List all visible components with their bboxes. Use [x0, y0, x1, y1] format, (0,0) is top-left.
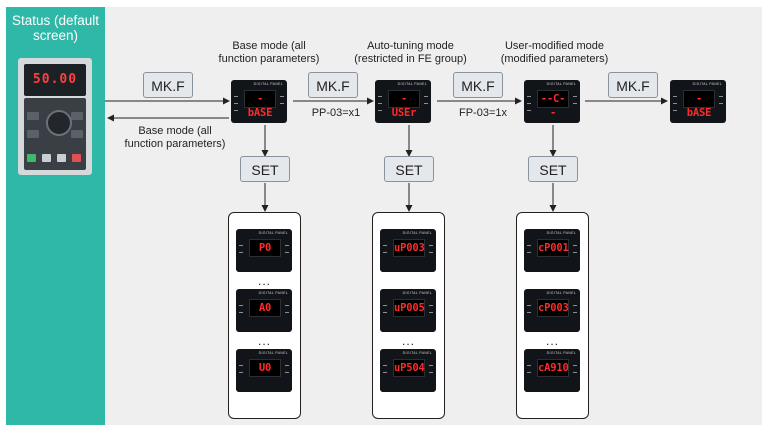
- keypad-body: [24, 98, 86, 170]
- panel-title: DIGITAL PANEL: [402, 351, 432, 355]
- panel-title: DIGITAL PANEL: [546, 82, 576, 86]
- panel-param: DIGITAL PANEL cA910: [524, 349, 580, 392]
- set-button-3[interactable]: SET: [528, 156, 578, 182]
- param-display: uP504: [394, 362, 425, 374]
- keypad-image: 50.00: [18, 58, 92, 175]
- keypad-key: [27, 112, 39, 120]
- pp03-condition: PP-03=x1: [311, 107, 361, 119]
- mkf-button-2[interactable]: MK.F: [308, 72, 358, 98]
- parameter-list-user: DIGITAL PANEL uP003 DIGITAL PANEL uP005 …: [372, 212, 445, 419]
- panel-user-mode: DIGITAL PANEL -USEr: [375, 80, 431, 123]
- panel-param: DIGITAL PANEL uP005: [380, 289, 436, 332]
- panel-base-mode-return: DIGITAL PANEL -bASE: [670, 80, 726, 123]
- param-display: U0: [258, 362, 272, 374]
- keypad-knob: [46, 110, 72, 136]
- keypad-key: [57, 154, 66, 162]
- auto-tuning-mode-label: Auto-tuning mode (restricted in FE group…: [354, 40, 467, 65]
- keypad-key: [71, 130, 83, 138]
- panel-base-mode: DIGITAL PANEL -bASE: [231, 80, 287, 123]
- panel-param: DIGITAL PANEL A0: [236, 289, 292, 332]
- panel-param: DIGITAL PANEL uP003: [380, 229, 436, 272]
- panel-param: DIGITAL PANEL U0: [236, 349, 292, 392]
- panel-title: DIGITAL PANEL: [546, 231, 576, 235]
- panel-title: DIGITAL PANEL: [546, 291, 576, 295]
- panel-title: DIGITAL PANEL: [692, 82, 722, 86]
- mkf-button-4[interactable]: MK.F: [608, 72, 658, 98]
- panel-title: DIGITAL PANEL: [253, 82, 283, 86]
- param-display: cP001: [538, 242, 569, 254]
- status-title: Status (default screen): [11, 13, 100, 43]
- mkf-button-3[interactable]: MK.F: [453, 72, 503, 98]
- panel-title: DIGITAL PANEL: [258, 231, 288, 235]
- panel-modified-mode: DIGITAL PANEL --C--: [524, 80, 580, 123]
- parameter-list-base: DIGITAL PANEL P0 ... DIGITAL PANEL A0 ..…: [228, 212, 301, 419]
- run-key: [27, 154, 36, 162]
- panel-title: DIGITAL PANEL: [402, 231, 432, 235]
- panel-param: DIGITAL PANEL uP504: [380, 349, 436, 392]
- user-modified-mode-label: User-modified mode (modified parameters): [500, 40, 609, 65]
- param-display: P0: [258, 242, 272, 254]
- param-display: uP003: [394, 242, 425, 254]
- param-display: uP005: [394, 302, 425, 314]
- base-mode-label: Base mode (all function parameters): [218, 40, 320, 65]
- panel-display: -bASE: [686, 93, 712, 119]
- base-mode-return-label: Base mode (all function parameters): [124, 125, 226, 150]
- ellipsis: ...: [258, 274, 272, 288]
- stop-key: [72, 154, 81, 162]
- keypad-key: [42, 154, 51, 162]
- panel-title: DIGITAL PANEL: [397, 82, 427, 86]
- ellipsis: ...: [258, 334, 272, 348]
- param-display: cP003: [538, 302, 569, 314]
- keypad-screen: 50.00: [24, 64, 86, 96]
- panel-title: DIGITAL PANEL: [258, 351, 288, 355]
- keypad-key: [71, 112, 83, 120]
- fp03-condition: FP-03=1x: [459, 107, 507, 119]
- ellipsis: ...: [546, 334, 560, 348]
- mkf-button-1[interactable]: MK.F: [143, 72, 193, 98]
- panel-param: DIGITAL PANEL cP003: [524, 289, 580, 332]
- panel-title: DIGITAL PANEL: [402, 291, 432, 295]
- ellipsis: ...: [402, 334, 416, 348]
- panel-display: -USEr: [391, 93, 417, 119]
- set-button-2[interactable]: SET: [384, 156, 434, 182]
- panel-param: DIGITAL PANEL cP001: [524, 229, 580, 272]
- keypad-key: [27, 130, 39, 138]
- set-button-1[interactable]: SET: [240, 156, 290, 182]
- panel-title: DIGITAL PANEL: [258, 291, 288, 295]
- keypad-display: 50.00: [32, 72, 78, 87]
- panel-display: -bASE: [247, 93, 273, 119]
- param-display: A0: [258, 302, 272, 314]
- panel-param: DIGITAL PANEL P0: [236, 229, 292, 272]
- panel-display: --C--: [540, 93, 566, 119]
- parameter-list-modified: DIGITAL PANEL cP001 DIGITAL PANEL cP003 …: [516, 212, 589, 419]
- panel-title: DIGITAL PANEL: [546, 351, 576, 355]
- status-sidebar: Status (default screen) 50.00: [6, 7, 105, 425]
- param-display: cA910: [538, 362, 569, 374]
